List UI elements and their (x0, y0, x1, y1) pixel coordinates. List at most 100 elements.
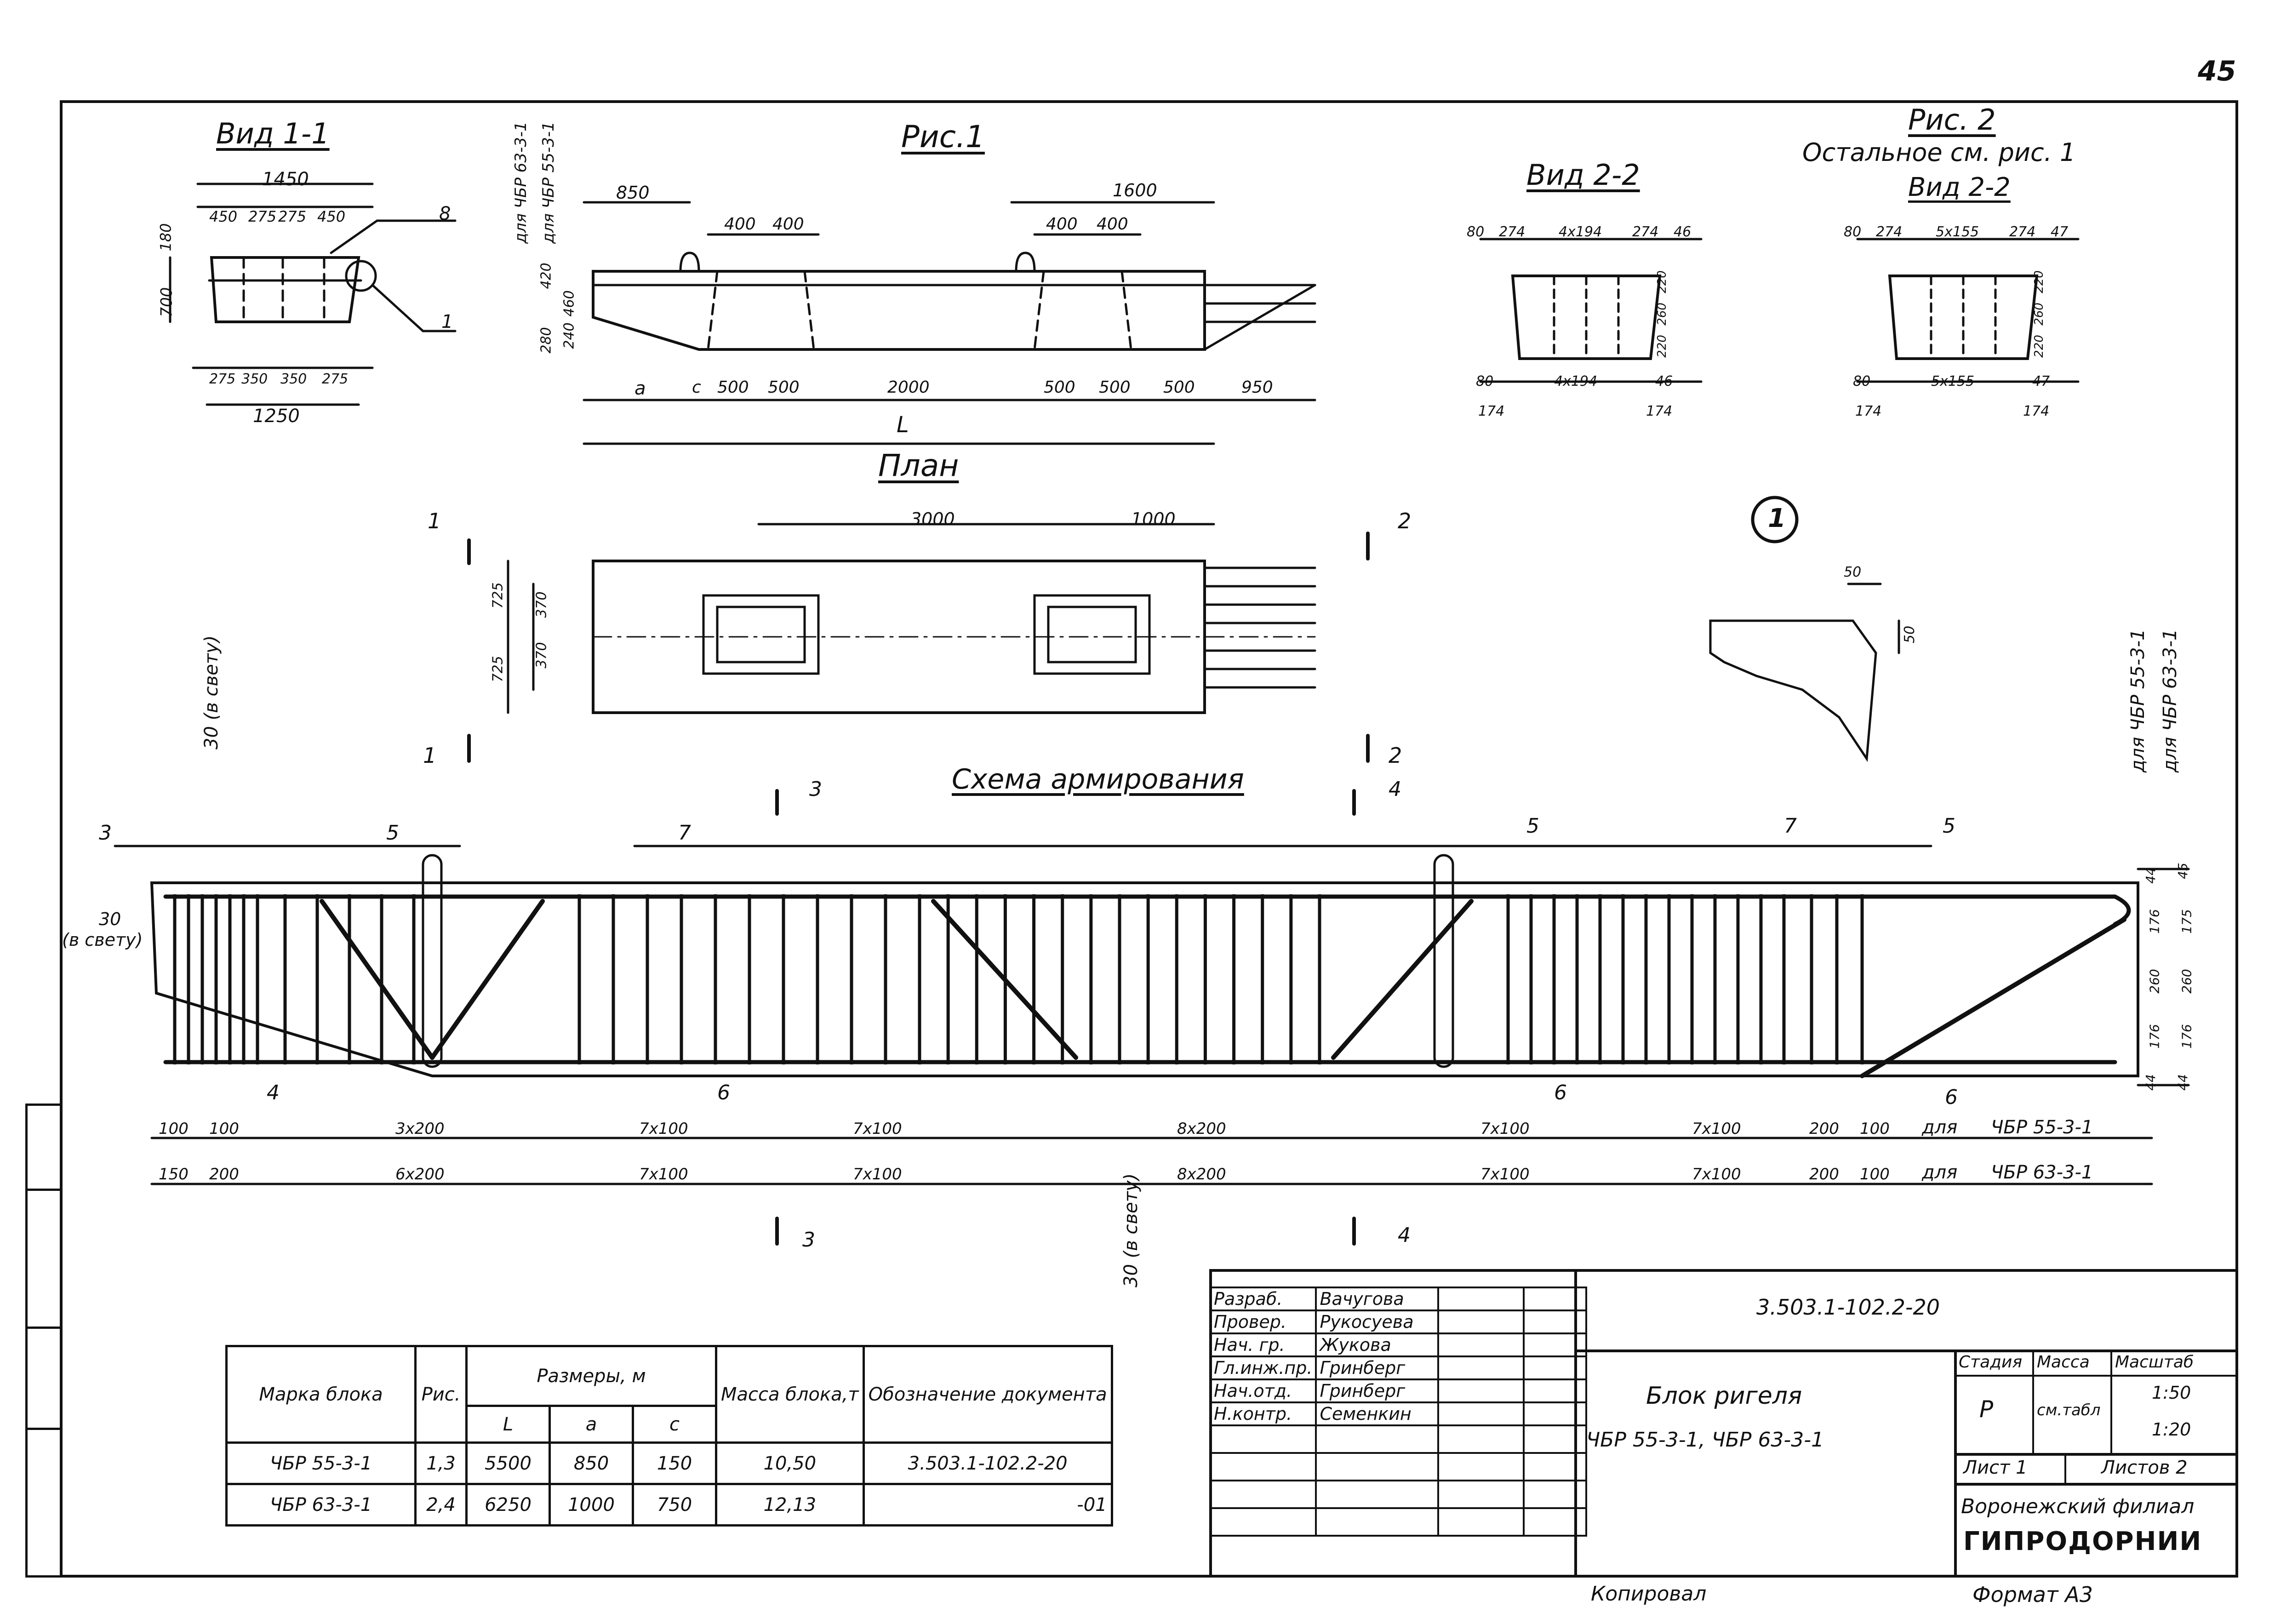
dim-label: 47 (2051, 224, 2069, 240)
dim-label: 260 (2147, 969, 2162, 994)
dim-label: 6x200 (395, 1165, 445, 1184)
model-prefix: для (1922, 1162, 1958, 1183)
cell-L: 5500 (465, 1441, 551, 1485)
callout-number: 1 (441, 311, 453, 332)
dim-label: a (634, 378, 646, 399)
dim-label: 4x194 (1554, 373, 1598, 389)
role: Нач.отд. (1209, 1378, 1317, 1403)
dim-label: 7x100 (1692, 1120, 1741, 1138)
callout-number: 7 (1784, 814, 1797, 838)
detail-1-chamfer (1709, 496, 1900, 762)
dim-label: 3x200 (395, 1120, 445, 1138)
cell-mass: 10,50 (715, 1441, 865, 1485)
dim-label: 275 (209, 371, 236, 387)
dim-label: 46 (1674, 224, 1692, 240)
dim-label: 1000 (1131, 509, 1176, 529)
dim-label: 274 (2009, 224, 2036, 240)
callout-number: 5 (1526, 814, 1539, 838)
callout-number: 6 (1554, 1081, 1567, 1104)
dim-label: 220 (2032, 270, 2046, 293)
dim-label: 400 (1046, 215, 1078, 234)
clear-spacing-label: 30 (99, 909, 121, 929)
table-row: ЧБР 55-3-1 1,3 5500 850 150 10,50 3.503.… (225, 1441, 1113, 1485)
dim-label: 1250 (253, 406, 300, 427)
dim-label: 240 (561, 322, 577, 349)
header-L: L (465, 1405, 551, 1444)
product-marks: ЧБР 55-3-1, ЧБР 63-3-1 (1586, 1428, 1824, 1452)
dim-label: 850 (616, 183, 650, 203)
section-mark-label: 1 (428, 509, 441, 533)
name: Семенкин (1315, 1401, 1440, 1426)
dim-label: 700 (157, 287, 176, 317)
dim-label: 180 (157, 223, 175, 252)
dim-label: 150 (159, 1165, 189, 1184)
organization-name: ГИПРОДОРНИИ (1963, 1527, 2202, 1556)
plan-view (467, 523, 1370, 763)
heading-reinforcement-scheme: Схема армирования (952, 763, 1244, 795)
dim-label: 500 (1163, 378, 1195, 397)
dim-label: 1450 (262, 169, 309, 190)
section-mark-label: 2 (1398, 509, 1412, 533)
side-label: для ЧБР 63-3-1 (2160, 629, 2181, 772)
dim-label: 275 (248, 208, 277, 225)
dim-label: 350 (280, 371, 307, 387)
dim-label: 174 (1478, 403, 1505, 419)
cell-a: 1000 (549, 1483, 634, 1527)
title-divider (1954, 1350, 1957, 1578)
heading-view-1-1: Вид 1-1 (216, 117, 330, 150)
section-mark-label: 4 (1398, 1224, 1411, 1247)
dim-label: 8x200 (1177, 1165, 1226, 1184)
callout-number: 7 (678, 821, 691, 845)
dim-label: 3000 (910, 509, 955, 529)
dim-label: 274 (1876, 224, 1903, 240)
scale-label: Масштаб (2115, 1353, 2194, 1372)
dim-label: 80 (1853, 373, 1871, 389)
dim-label: 44 (2143, 1074, 2158, 1091)
page-number: 45 (2198, 55, 2236, 87)
section-mark-label: 3 (802, 1228, 815, 1252)
header-mark: Марка блока (225, 1345, 417, 1444)
side-label: для ЧБР 63-3-1 (511, 121, 530, 244)
sheet-count: Листов 2 (2101, 1457, 2188, 1478)
cell-doc: 3.503.1-102.2-20 (862, 1441, 1113, 1485)
callout-number: 5 (1943, 814, 1955, 838)
cell-mass: 12,13 (715, 1483, 865, 1527)
name: Гринберг (1315, 1355, 1440, 1380)
dim-label: 50 (1902, 625, 1918, 644)
dim-label: 500 (1099, 378, 1131, 397)
dim-label: 46 (1655, 373, 1673, 389)
dim-label: 1600 (1113, 180, 1157, 200)
cell-L: 6250 (465, 1483, 551, 1527)
dim-label: 450 (317, 208, 346, 225)
dim-label: 260 (2179, 969, 2195, 994)
copied-by-label: Копировал (1591, 1582, 1707, 1606)
dim-label: 280 (538, 327, 554, 354)
dim-label: 275 (322, 371, 349, 387)
heading-view-2-2-b: Вид 2-2 (1908, 172, 2011, 202)
dim-label: 450 (209, 208, 238, 225)
header-doc: Обозначение документа (862, 1345, 1113, 1444)
section-mark-label: 3 (809, 778, 822, 801)
dim-label: 725 (490, 582, 506, 609)
dim-label: 350 (241, 371, 268, 387)
dim-label: 176 (2179, 1024, 2195, 1049)
header-c: c (632, 1405, 717, 1444)
cell-doc: -01 (862, 1483, 1113, 1527)
heading-view-2-2: Вид 2-2 (1526, 158, 1640, 192)
dim-label: 400 (1097, 215, 1128, 234)
dim-label: 7x100 (1480, 1165, 1530, 1184)
header-sizes: Размеры, м (465, 1345, 717, 1407)
sheet-number: Лист 1 (1963, 1457, 2028, 1478)
clear-spacing-label: 30 (в свету) (201, 635, 222, 749)
dim-label: 400 (772, 215, 804, 234)
stage-value: Р (1979, 1396, 1994, 1423)
title-divider (1954, 1453, 2238, 1456)
role: Нач. гр. (1209, 1332, 1317, 1357)
dim-label: 460 (561, 290, 577, 317)
binding-strip (25, 1104, 60, 1578)
dim-label: 500 (717, 378, 749, 397)
dim-label: 7x100 (639, 1165, 688, 1184)
sheet-format: Формат А3 (1972, 1582, 2093, 1607)
